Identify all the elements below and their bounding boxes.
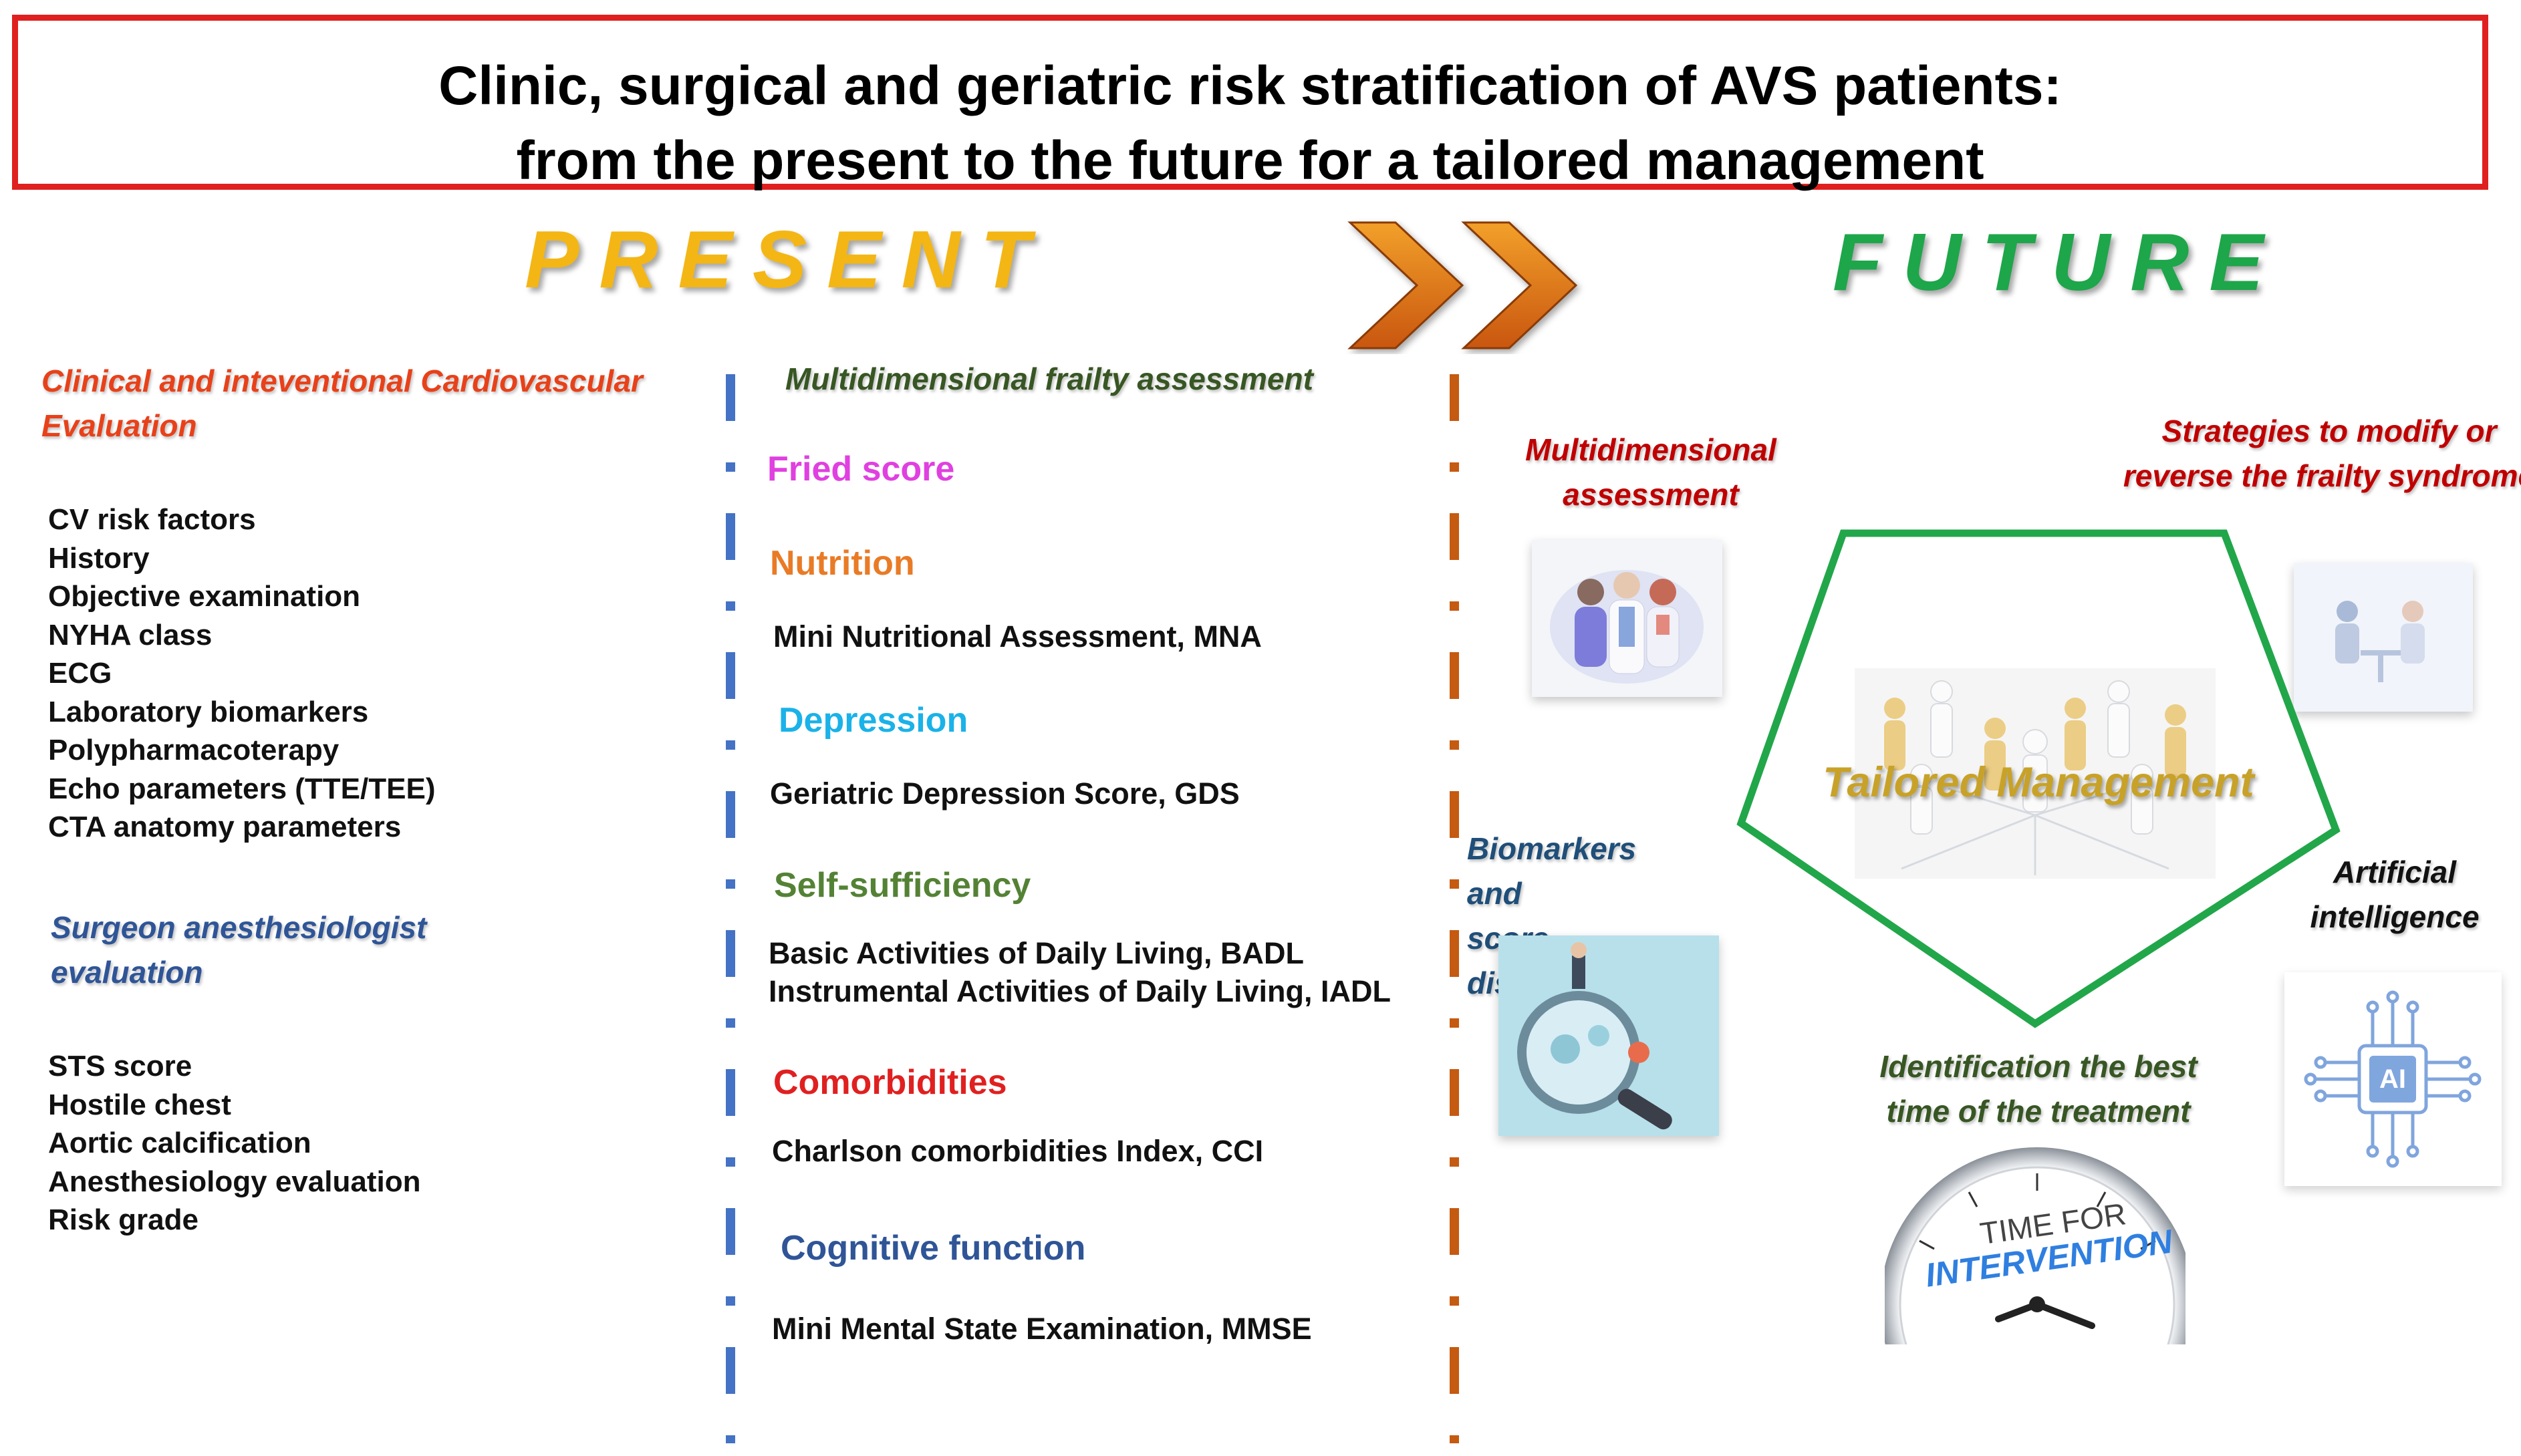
present-header: PRESENT bbox=[525, 214, 1051, 305]
clinical-evaluation-title: Clinical and inteventional Cardiovascula… bbox=[41, 363, 643, 443]
list-item: Polypharmacoterapy bbox=[48, 734, 340, 766]
nutrition-item: Mini Nutritional Assessment, MNA bbox=[773, 619, 1262, 653]
list-item: NYHA class bbox=[48, 618, 213, 651]
list-item: Anesthesiology evaluation bbox=[48, 1165, 421, 1198]
self-sufficiency-item-2: Instrumental Activities of Daily Living,… bbox=[769, 974, 1391, 1008]
nutrition-label: Nutrition bbox=[770, 544, 915, 583]
title-line-2: from the present to the future for a tai… bbox=[516, 130, 1984, 191]
list-item: Risk grade bbox=[48, 1203, 198, 1236]
strategies-label: Strategies to modify or reverse the frai… bbox=[2123, 414, 2521, 493]
magnifier-illustration-icon bbox=[1498, 935, 1719, 1136]
list-item: History bbox=[48, 541, 150, 575]
surgeon-evaluation-title: Surgeon anesthesiologist evaluation bbox=[51, 910, 427, 990]
chevron-arrows-icon bbox=[1347, 221, 1578, 349]
depression-item: Geriatric Depression Score, GDS bbox=[770, 776, 1240, 811]
list-item: Aortic calcification bbox=[48, 1127, 311, 1159]
diagram-title: Clinic, surgical and geriatric risk stra… bbox=[18, 49, 2482, 198]
frailty-assessment-title: Multidimensional frailty assessment bbox=[785, 361, 1313, 396]
tailored-people-image bbox=[1855, 668, 2216, 879]
ai-chip-label: AI bbox=[2379, 1064, 2406, 1094]
people-network-icon bbox=[1855, 668, 2216, 879]
artificial-intelligence-label: Artificial intelligence bbox=[2310, 855, 2480, 934]
tailored-management-pentagon bbox=[1736, 529, 2341, 1028]
cognitive-item: Mini Mental State Examination, MMSE bbox=[772, 1312, 1312, 1346]
fried-score-label: Fried score bbox=[767, 450, 955, 488]
biomarkers-discovery-image bbox=[1498, 935, 1719, 1136]
clock-icon: TIME FOR INTERVENTION bbox=[1885, 1147, 2185, 1344]
title-box: Clinic, surgical and geriatric risk stra… bbox=[12, 15, 2488, 191]
orange-dashed-divider bbox=[1450, 374, 1459, 1443]
list-item: ECG bbox=[48, 657, 112, 690]
list-item: Hostile chest bbox=[48, 1088, 231, 1121]
consultation-illustration-icon bbox=[2294, 563, 2473, 712]
clinical-items-list: CV risk factors History Objective examin… bbox=[48, 500, 435, 847]
depression-label: Depression bbox=[779, 701, 968, 740]
list-item: Laboratory biomarkers bbox=[48, 695, 369, 728]
blue-dashed-divider bbox=[726, 374, 735, 1443]
list-item: Objective examination bbox=[48, 580, 361, 613]
list-item: STS score bbox=[48, 1050, 192, 1082]
self-sufficiency-item-1: Basic Activities of Daily Living, BADL bbox=[769, 936, 1305, 970]
ai-chip-icon: AI bbox=[2304, 990, 2482, 1168]
future-header: FUTURE bbox=[1833, 216, 2284, 307]
identification-label: Identification the best time of the trea… bbox=[1879, 1049, 2198, 1129]
surgeon-items-list: STS score Hostile chest Aortic calcifica… bbox=[48, 1047, 420, 1240]
cognitive-function-label: Cognitive function bbox=[781, 1229, 1086, 1268]
consultation-image bbox=[2294, 563, 2473, 712]
time-for-intervention-clock: TIME FOR INTERVENTION bbox=[1885, 1144, 2185, 1344]
list-item: CV risk factors bbox=[48, 503, 256, 536]
comorbidities-item: Charlson comorbidities Index, CCI bbox=[772, 1134, 1264, 1168]
tailored-management-label: Tailored Management bbox=[1823, 759, 2254, 806]
self-sufficiency-label: Self-sufficiency bbox=[774, 866, 1031, 905]
comorbidities-label: Comorbidities bbox=[773, 1063, 1007, 1102]
list-item: Echo parameters (TTE/TEE) bbox=[48, 772, 436, 805]
list-item: CTA anatomy parameters bbox=[48, 811, 402, 843]
doctors-team-image bbox=[1532, 540, 1722, 697]
doctors-illustration-icon bbox=[1550, 570, 1704, 684]
multidimensional-assessment-label: Multidimensional assessment bbox=[1525, 432, 1776, 512]
ai-chip-image: AI bbox=[2284, 972, 2502, 1186]
title-line-1: Clinic, surgical and geriatric risk stra… bbox=[438, 55, 2062, 116]
